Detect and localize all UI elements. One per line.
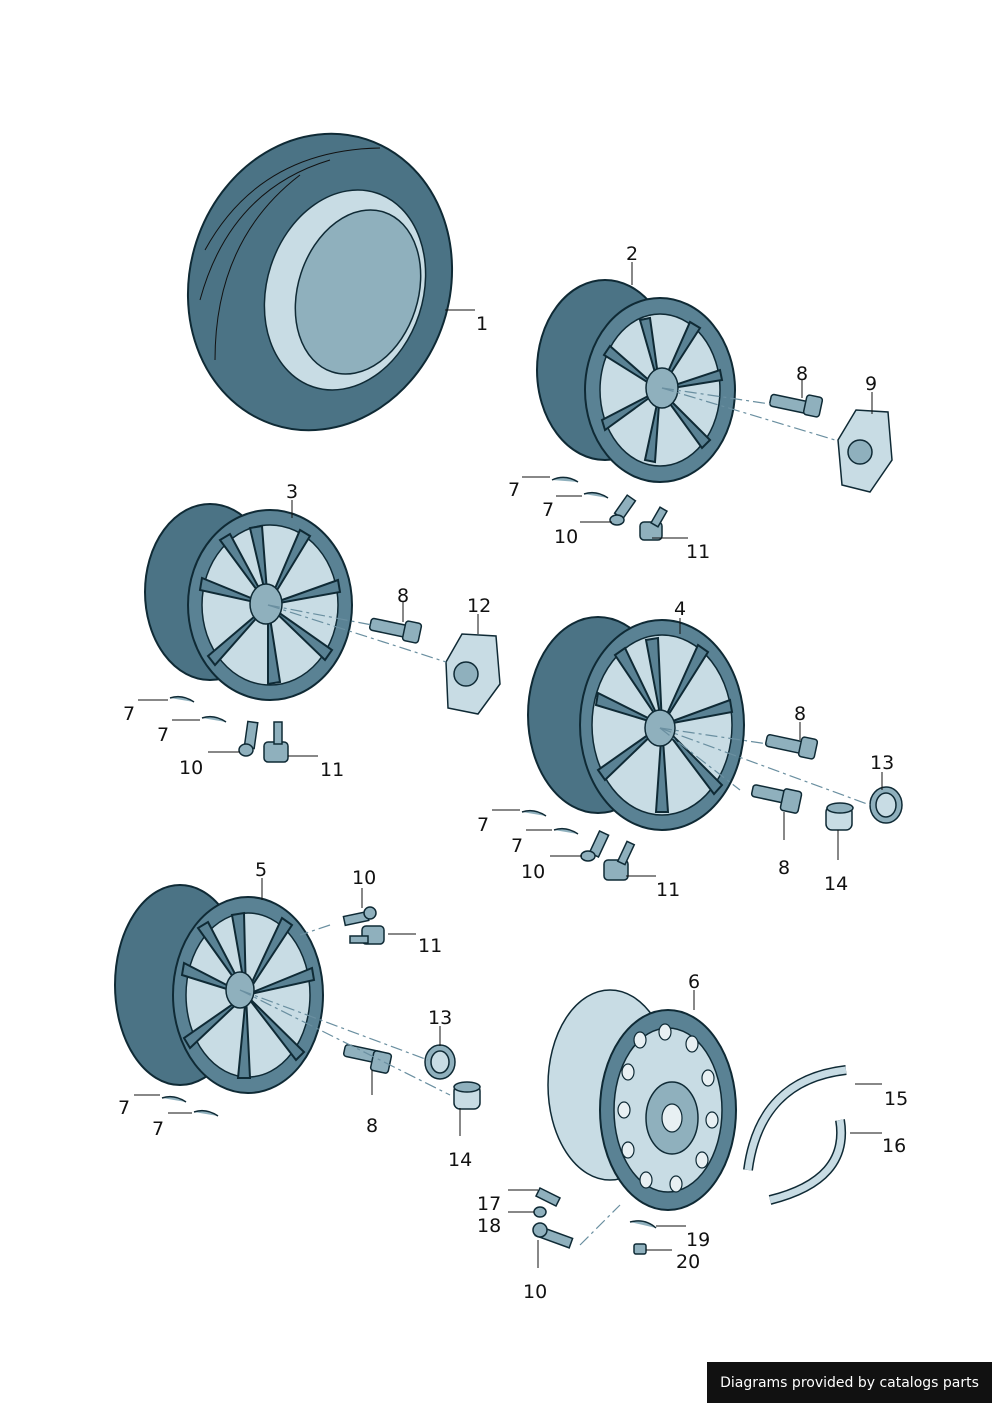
tpms-sensor-11a	[639, 506, 668, 541]
callout-10d: 10	[352, 867, 376, 889]
rim-part-2	[536, 279, 736, 483]
tpms-sensor-11c	[603, 840, 636, 881]
callout-7f: 7	[511, 835, 523, 857]
callout-15: 15	[884, 1088, 908, 1110]
callout-9: 9	[865, 373, 877, 395]
balance-weight-7b	[583, 491, 609, 499]
balance-weight-7a	[551, 476, 579, 483]
callout-6: 6	[688, 971, 700, 993]
wheel-bolt-8a	[768, 393, 824, 418]
trim-ring-16	[768, 1119, 847, 1205]
wheel-bolt-8c	[764, 733, 819, 760]
callout-1: 1	[476, 313, 488, 335]
callout-11a: 11	[686, 541, 710, 563]
cap-13b	[424, 1044, 456, 1080]
wheel-bolt-8e	[342, 1043, 393, 1074]
callout-8e: 8	[366, 1115, 378, 1137]
callout-20: 20	[676, 1251, 700, 1273]
tpms-sensor-11b	[263, 721, 289, 763]
part-18	[533, 1206, 547, 1218]
callout-12: 12	[467, 595, 491, 617]
callout-13b: 13	[428, 1007, 452, 1029]
callout-10a: 10	[554, 526, 578, 548]
cap-13a	[869, 786, 903, 824]
callout-10c: 10	[521, 861, 545, 883]
callout-10b: 10	[179, 757, 203, 779]
balance-weight-7d	[201, 715, 227, 723]
callout-7e: 7	[477, 814, 489, 836]
trim-ring-15	[743, 1065, 847, 1171]
cap-14a	[825, 802, 854, 831]
callout-7c: 7	[123, 703, 135, 725]
center-cap-9	[837, 409, 893, 493]
callout-7b: 7	[542, 499, 554, 521]
valve-10c	[580, 830, 610, 862]
callout-11c: 11	[656, 879, 680, 901]
valve-10a	[609, 494, 637, 526]
callout-8c: 8	[794, 703, 806, 725]
balance-weight-7h	[193, 1109, 219, 1117]
balance-weight-7g	[161, 1095, 187, 1103]
cap-14b	[453, 1081, 481, 1110]
tpms-sensor-11d	[349, 925, 385, 945]
callout-14a: 14	[824, 873, 848, 895]
part-19	[629, 1220, 657, 1229]
callout-18: 18	[477, 1215, 501, 1237]
balance-weight-7c	[169, 695, 195, 703]
wheel-bolt-8d	[750, 784, 803, 814]
callout-labels: 1 2 3 4 5 6 7 7 7 7 7 7 7 7 8 8 8 8 8 9 …	[118, 243, 908, 1303]
valve-10e	[532, 1222, 574, 1249]
leader-lines	[134, 262, 883, 1268]
callout-13a: 13	[870, 752, 894, 774]
steel-rim-part-6	[547, 989, 737, 1211]
callout-4: 4	[674, 598, 686, 620]
tire-part-1	[186, 132, 454, 432]
valve-10b	[238, 720, 259, 757]
callout-19: 19	[686, 1229, 710, 1251]
balance-weight-7f	[553, 827, 579, 835]
part-20	[633, 1243, 647, 1255]
callout-2: 2	[626, 243, 638, 265]
callout-16: 16	[882, 1135, 906, 1157]
balance-weight-7e	[521, 809, 547, 817]
callout-11b: 11	[320, 759, 344, 781]
callout-11d: 11	[418, 935, 442, 957]
callout-5: 5	[255, 859, 267, 881]
callout-10e: 10	[523, 1281, 547, 1303]
callout-7d: 7	[157, 724, 169, 746]
rim-part-4	[527, 616, 745, 831]
rim-part-5	[114, 884, 324, 1094]
callout-14b: 14	[448, 1149, 472, 1171]
callout-7h: 7	[152, 1118, 164, 1140]
wheel-bolt-8b	[368, 617, 423, 644]
callout-7a: 7	[508, 479, 520, 501]
part-17	[534, 1186, 562, 1208]
callout-17: 17	[477, 1193, 501, 1215]
valve-10d	[342, 906, 377, 927]
callout-3: 3	[286, 481, 298, 503]
credit-banner: Diagrams provided by catalogs parts	[707, 1362, 992, 1403]
callout-8d: 8	[778, 857, 790, 879]
rim-part-3	[144, 503, 353, 701]
center-cap-12	[445, 633, 501, 715]
callout-8a: 8	[796, 363, 808, 385]
callout-8b: 8	[397, 585, 409, 607]
callout-7g: 7	[118, 1097, 130, 1119]
